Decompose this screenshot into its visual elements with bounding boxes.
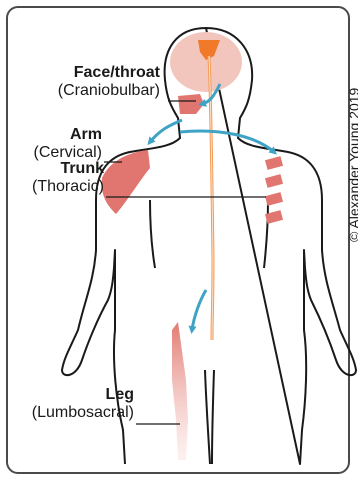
- trunk-region: [265, 156, 283, 224]
- arrow-arm-to-trunk: [180, 131, 274, 152]
- label-face-throat: Face/throat (Craniobulbar): [20, 64, 160, 101]
- leg-region: [172, 322, 188, 460]
- face-throat-title: Face/throat: [20, 64, 160, 82]
- trunk-subtitle: (Thoracic): [10, 178, 104, 196]
- leg-title: Leg: [10, 386, 134, 404]
- leg-split-2: [212, 370, 214, 464]
- label-trunk: Trunk (Thoracic): [10, 160, 104, 197]
- throat-region: [178, 94, 204, 114]
- arrow-trunk-to-leg: [192, 290, 206, 330]
- credit-text: © Alexander Young 2019: [346, 88, 358, 242]
- label-arm: Arm (Cervical): [10, 126, 102, 163]
- arrow-throat-to-arm: [150, 120, 182, 142]
- leg-subtitle: (Lumbosacral): [10, 404, 134, 422]
- label-leg: Leg (Lumbosacral): [10, 386, 134, 423]
- face-throat-subtitle: (Craniobulbar): [20, 82, 160, 100]
- arm-region: [102, 150, 150, 214]
- inner-arm-right: [264, 200, 268, 268]
- leg-split: [205, 370, 210, 464]
- arm-title: Arm: [10, 126, 102, 144]
- inner-arm-left: [150, 200, 155, 268]
- trunk-title: Trunk: [10, 160, 104, 178]
- copyright-credit: © Alexander Young 2019: [316, 20, 352, 260]
